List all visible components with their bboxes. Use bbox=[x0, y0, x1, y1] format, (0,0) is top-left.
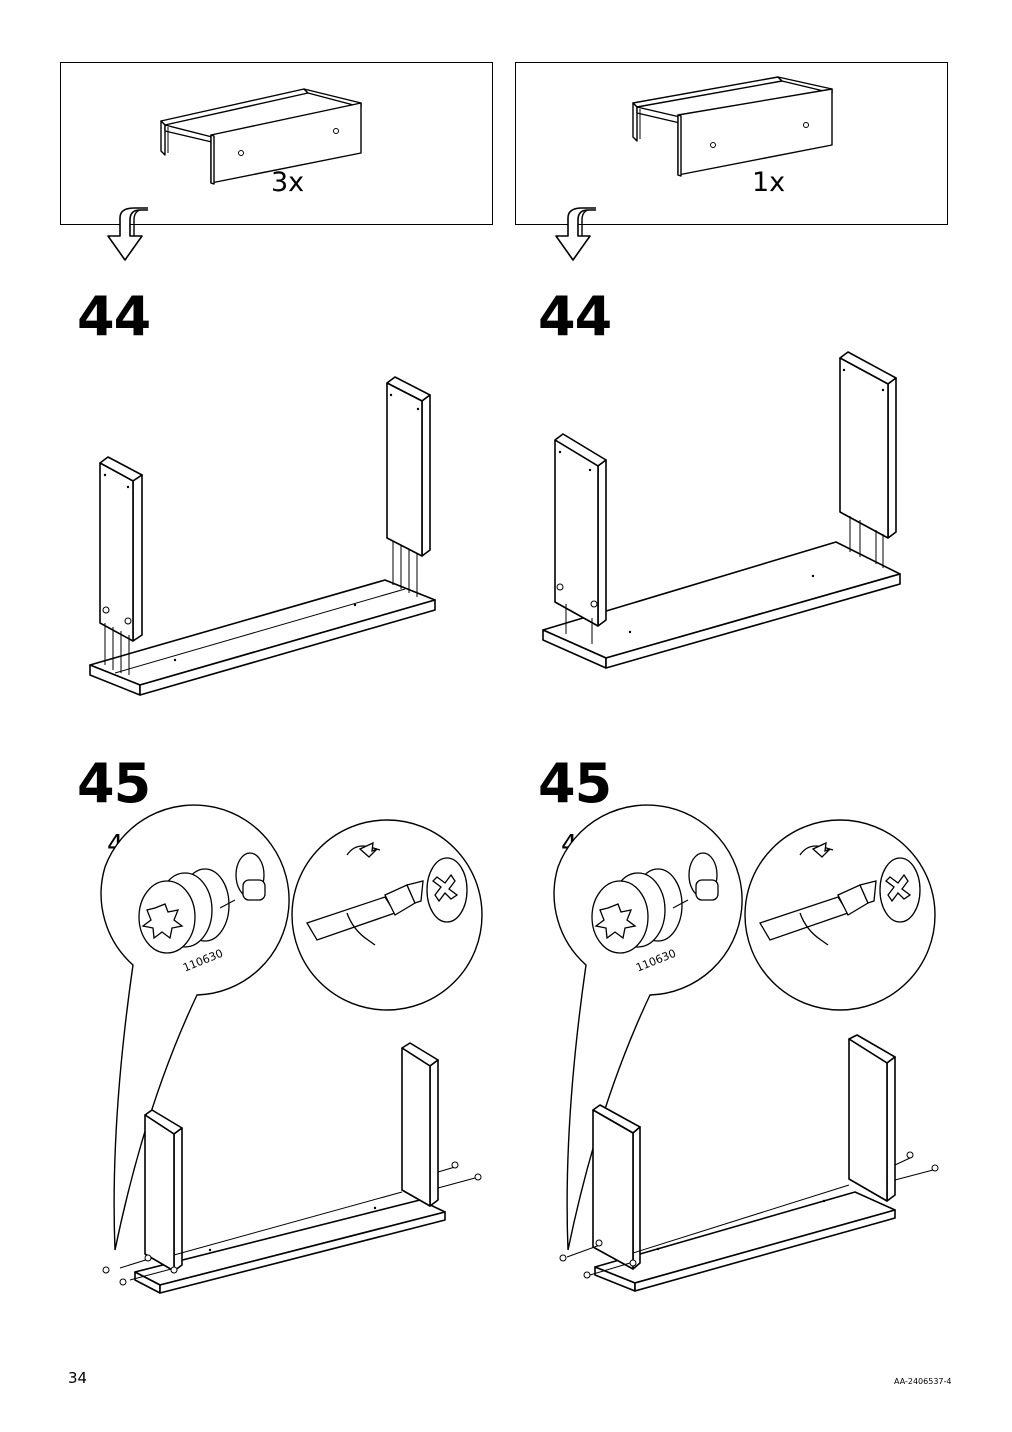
step-number-44-left: 44 bbox=[77, 285, 151, 348]
step-number-44-right: 44 bbox=[538, 285, 612, 348]
drawer-variant-box-right: 1x bbox=[515, 62, 948, 225]
document-code: AA-2406537-4 bbox=[894, 1377, 952, 1386]
drawer-icon bbox=[628, 73, 838, 178]
drawer-icon bbox=[156, 83, 366, 183]
page-number: 34 bbox=[68, 1369, 88, 1387]
step-number-45-right: 45 bbox=[538, 752, 612, 815]
step-number-45-left: 45 bbox=[77, 752, 151, 815]
cam-lock-icon bbox=[592, 853, 718, 953]
screw-icon bbox=[103, 1162, 481, 1285]
cam-lock-icon bbox=[139, 853, 265, 953]
down-arrow-icon bbox=[100, 208, 148, 263]
side-panel-icon bbox=[555, 440, 598, 626]
drawer-variant-box-left: 3x bbox=[60, 62, 493, 225]
screwdriver-icon bbox=[307, 843, 467, 945]
step-45-illustration-right: 110630 bbox=[538, 805, 938, 1295]
screwdriver-icon bbox=[760, 843, 920, 945]
side-panel-icon bbox=[100, 463, 133, 641]
step-44-illustration-right bbox=[538, 352, 908, 682]
quantity-label: 3x bbox=[271, 167, 305, 198]
quantity-label: 1x bbox=[752, 167, 786, 198]
down-arrow-icon bbox=[548, 208, 596, 263]
step-45-illustration-left: 110630 bbox=[85, 805, 485, 1295]
step-44-illustration-left bbox=[85, 375, 445, 705]
step-45-frame-left bbox=[100, 1040, 470, 1300]
screw-icon bbox=[560, 1152, 938, 1278]
step-45-frame-right bbox=[555, 1035, 945, 1295]
